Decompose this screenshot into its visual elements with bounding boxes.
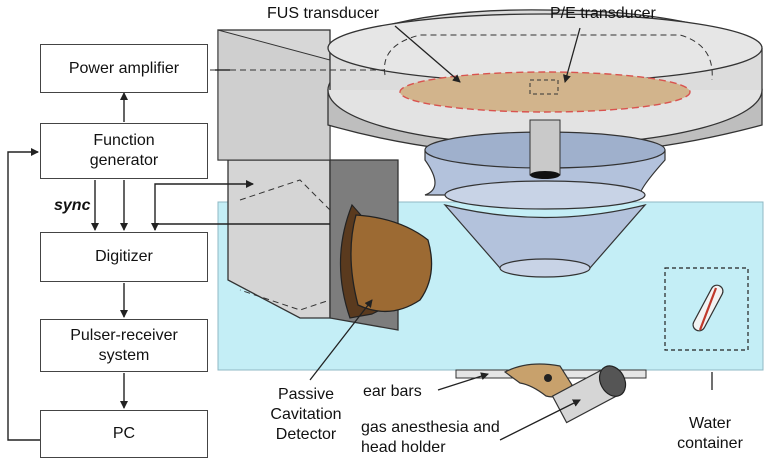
water-container-label: Water container xyxy=(677,415,743,452)
target-region xyxy=(664,267,749,351)
pulser-receiver-label: Pulser-receiver system xyxy=(70,326,178,364)
pe-transducer-label: P/E transducer xyxy=(550,5,656,22)
head-holder-cylinder xyxy=(551,365,627,424)
power-amplifier-label: Power amplifier xyxy=(68,59,180,77)
callout-lines xyxy=(309,25,713,441)
pulser-receiver-block: Pulser-receiver system xyxy=(40,319,208,372)
transducer-cone xyxy=(424,119,666,278)
transducer-housing xyxy=(210,9,763,161)
fus-transducer-label: FUS transducer xyxy=(267,5,380,22)
function-generator-block: Function generator xyxy=(40,123,208,179)
digitizer-label: Digitizer xyxy=(95,248,153,265)
ear-bars-label: ear bars xyxy=(363,383,422,400)
digitizer-block: Digitizer xyxy=(40,232,208,282)
passive-cavitation-detector-shape xyxy=(339,203,433,319)
pc-label: PC xyxy=(112,425,136,442)
block-connectors xyxy=(7,69,330,441)
pc-block: PC xyxy=(40,410,208,458)
gas-anesthesia-label: gas anesthesia and head holder xyxy=(361,419,500,456)
function-generator-label: Function generator xyxy=(89,132,159,169)
power-amplifier-block: Power amplifier xyxy=(40,44,208,93)
sync-label: sync xyxy=(54,197,91,214)
passive-cavitation-detector-label: Passive Cavitation Detector xyxy=(270,386,342,443)
